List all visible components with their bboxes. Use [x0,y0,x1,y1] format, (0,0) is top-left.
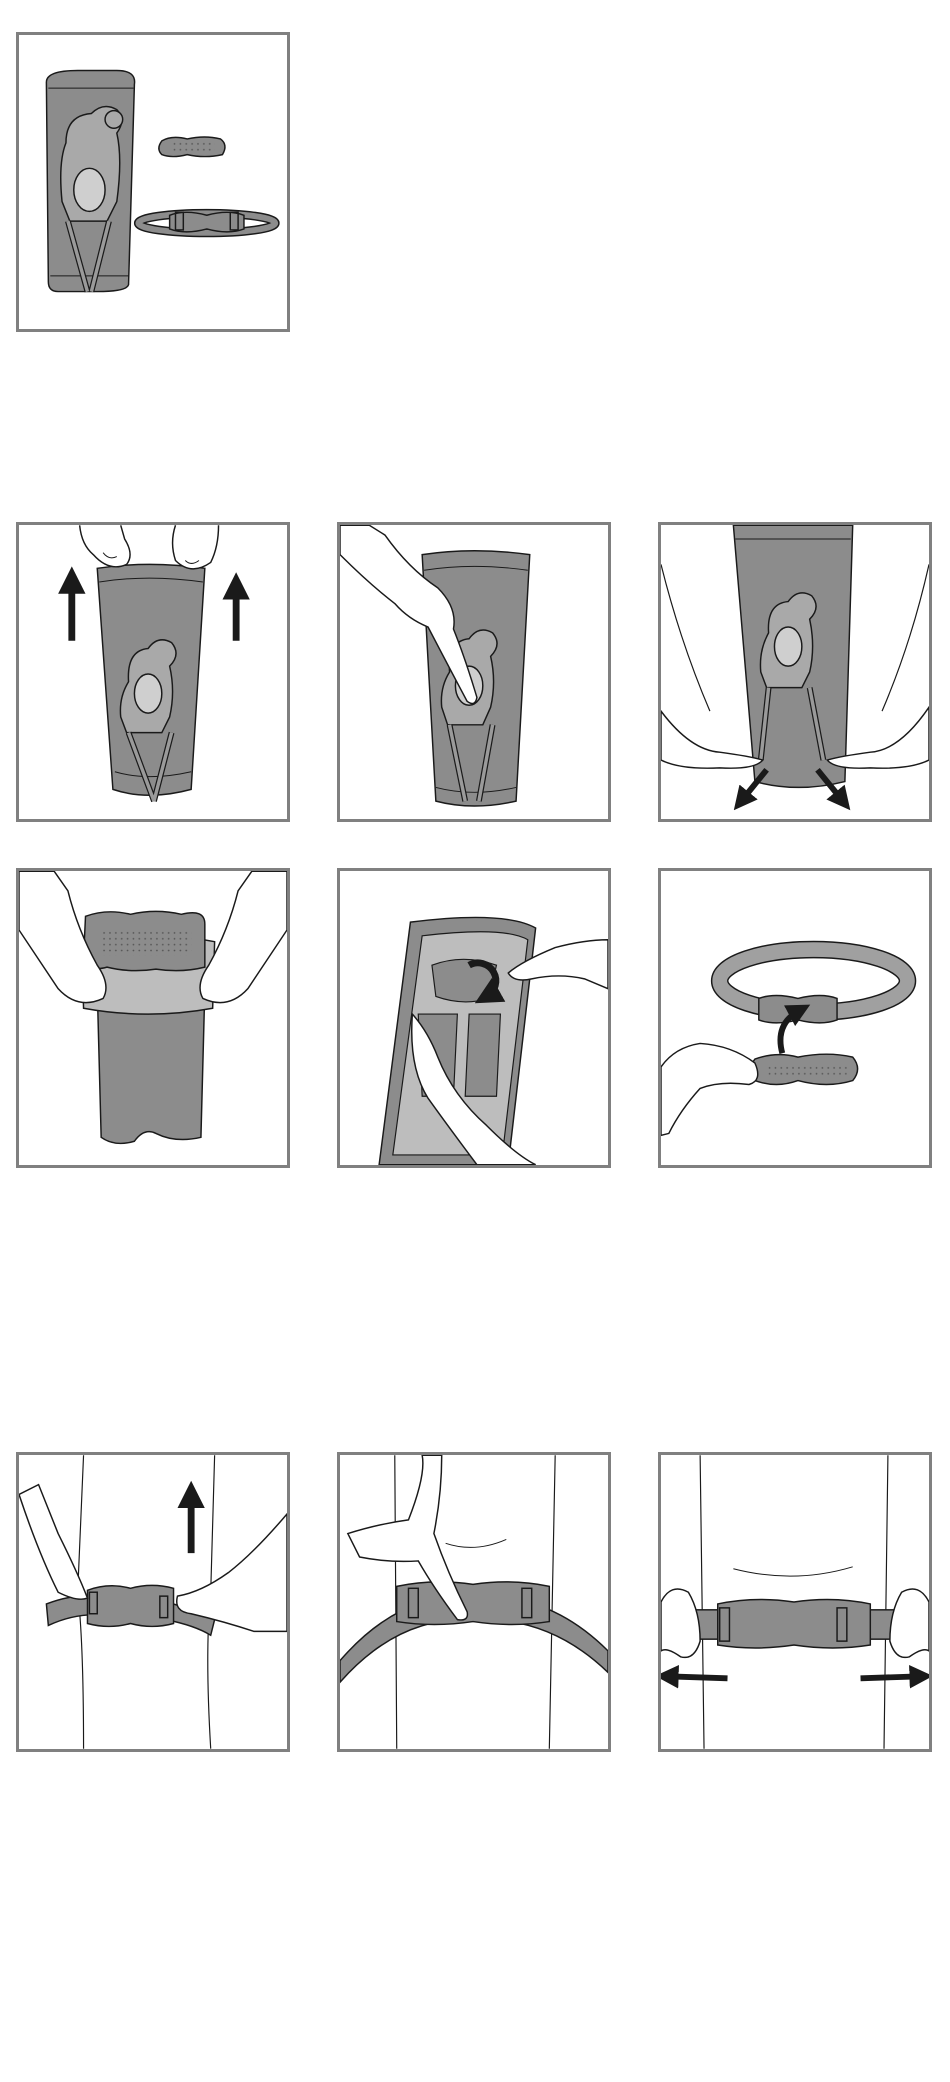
strap-with-pad [661,1599,929,1647]
knee-sleeve [46,70,134,291]
overview-illustration [19,35,287,329]
right-arrow [861,1676,922,1678]
knee-sleeve [97,564,205,801]
knee-contour [733,1567,852,1576]
pad-piece [751,1054,858,1084]
step-7-panel [16,1452,290,1752]
step-9-panel [658,1452,932,1752]
step-4-panel [16,868,290,1168]
strap-loop [720,950,908,1023]
hand [661,1043,758,1135]
knee-sleeve [733,525,852,787]
step-6-panel [658,868,932,1168]
strap-with-pad [340,1582,608,1682]
hands [80,525,219,569]
step-5-panel [337,868,611,1168]
step-1-panel [16,522,290,822]
left-arrow [667,1676,728,1678]
pad-piece [159,137,225,157]
overview-panel [16,32,290,332]
knee-contour [446,1539,507,1547]
pad-piece [84,911,205,970]
step-8-panel [337,1452,611,1752]
step-2-panel [337,522,611,822]
step-3-panel [658,522,932,822]
strap-piece [138,212,275,233]
